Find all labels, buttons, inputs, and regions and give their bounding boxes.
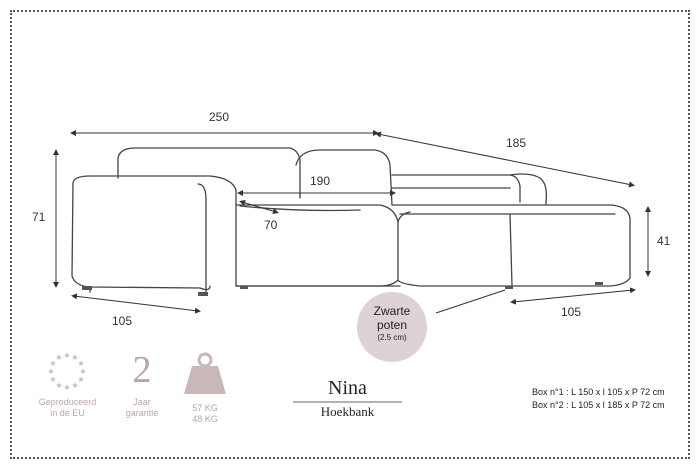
svg-text:★: ★ (77, 375, 84, 384)
dimension-line-105-left (71, 293, 201, 314)
warranty-line2: garantie (125, 408, 159, 418)
svg-text:★: ★ (71, 353, 78, 362)
feet-size: (2.5 cm) (377, 333, 407, 342)
svg-text:★: ★ (55, 381, 62, 390)
dotted-frame (10, 10, 690, 459)
dim-label-190: 190 (310, 174, 331, 188)
svg-text:★: ★ (49, 375, 56, 384)
product-name: Nina (328, 377, 367, 399)
dim-label-41: 41 (657, 234, 671, 248)
feet-pointer-line (435, 289, 506, 314)
dim-label-71: 71 (32, 210, 46, 224)
svg-text:★: ★ (79, 367, 86, 376)
svg-text:★: ★ (77, 359, 84, 368)
dimension-line-105-right (510, 287, 636, 305)
dimension-line-70 (239, 199, 279, 215)
dim-label-105-left: 105 (112, 314, 133, 328)
warranty-number: 2 (132, 349, 152, 391)
svg-text:★: ★ (55, 353, 62, 362)
eu-badge-text: Geproduceerd in de EU (30, 397, 105, 419)
box-info: Box n°1 : L 150 x l 105 x P 72 cm Box n°… (532, 386, 665, 412)
svg-text:★: ★ (47, 367, 54, 376)
eu-stars-icon: ★ ★ ★ ★ ★ ★ ★ ★ ★ ★ ★ ★ (47, 351, 86, 392)
feet-callout-circle (357, 292, 427, 362)
feet-callout: Zwarte poten (2.5 cm) (357, 304, 427, 344)
weight-line2: 48 KG (192, 414, 218, 424)
eu-line1: Geproduceerd (38, 397, 97, 407)
dimension-line-185 (375, 131, 635, 188)
svg-text:★: ★ (63, 351, 70, 360)
sofa-outline (71, 147, 631, 293)
product-subtitle: Hoekbank (320, 404, 375, 419)
warranty-line1: Jaar (133, 397, 151, 407)
weight-line1: 57 KG (192, 403, 218, 413)
feet-title-line2: poten (376, 318, 408, 332)
dim-label-70: 70 (264, 218, 278, 232)
weight-icon (184, 352, 226, 394)
dim-label-185: 185 (506, 136, 527, 150)
warranty-text: Jaar garantie (112, 397, 172, 419)
svg-text:★: ★ (63, 383, 70, 392)
weight-text: 57 KG 48 KG (180, 403, 230, 425)
svg-text:★: ★ (71, 381, 78, 390)
dim-label-250: 250 (209, 110, 230, 124)
eu-line2: in de EU (50, 408, 85, 418)
sofa-feet (82, 282, 603, 296)
feet-title-line1: Zwarte (373, 304, 411, 318)
dim-label-105-right: 105 (561, 305, 582, 319)
box2-info: Box n°2 : L 105 x l 185 x P 72 cm (532, 400, 665, 410)
svg-text:★: ★ (49, 359, 56, 368)
box1-info: Box n°1 : L 150 x l 105 x P 72 cm (532, 387, 665, 397)
